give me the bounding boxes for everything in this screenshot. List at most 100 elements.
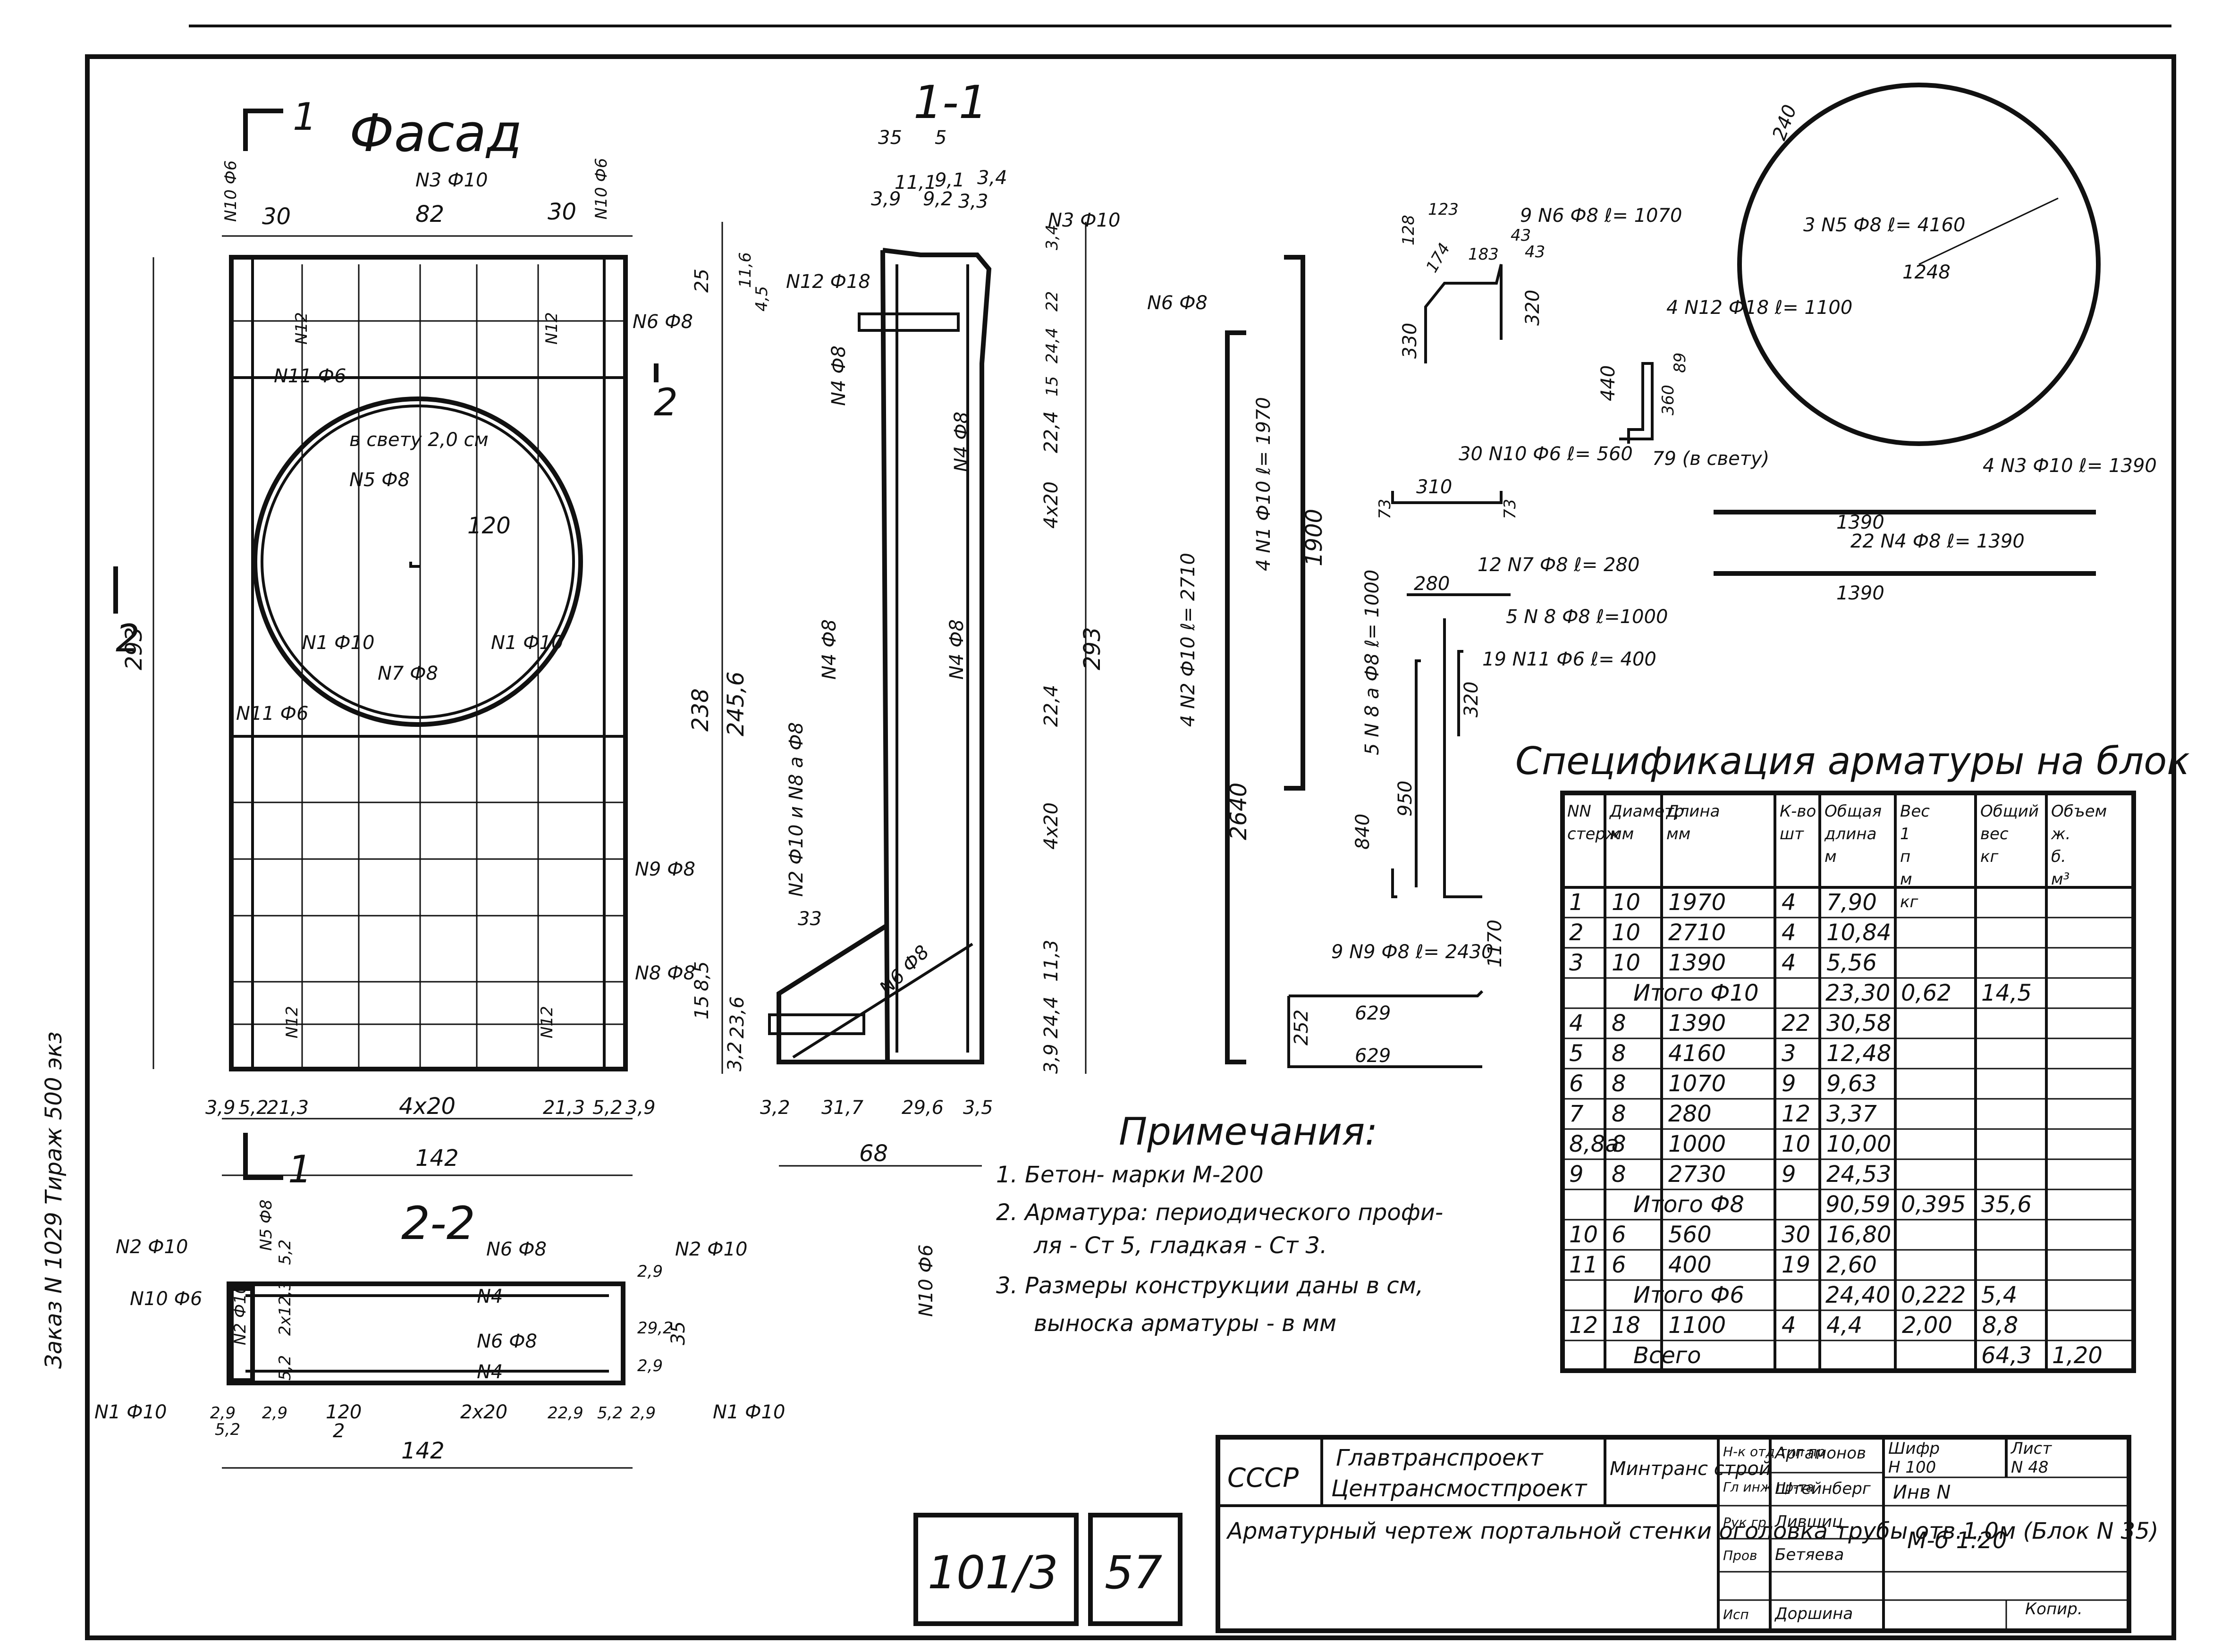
tb-name: Бетяева [1775,1545,1844,1564]
section11-top-dim: 3,3 [958,191,988,212]
tb-role: Пров [1723,1548,1757,1563]
facade-label-radius: 120 [467,513,511,539]
stamp-left: 101/3 [928,1546,1058,1599]
tb-name: Лившиц [1774,1512,1843,1531]
section22-right-dim: 29,2 [637,1319,673,1338]
specification-table: Спецификация арматуры на блок NNстержДиа… [1515,739,2190,1373]
section11-top-dim: 5 [935,127,946,149]
notes-title: Примечания: [1119,1110,1377,1154]
facade-overall-width: 142 [415,1145,459,1172]
spec-cell: 10 [1569,1222,1598,1248]
section11-top-dim: 11,1 [895,172,937,194]
section-mark-2-left-label: 2 [116,616,140,660]
section22-label-n5: N5 Ф8 [257,1199,276,1251]
spec-cell: 90,59 [1825,1191,1890,1218]
spec-header-cell: кг [1900,893,1919,911]
spec-header-cell: б. [2051,847,2066,866]
spec-cell: 12 [1782,1101,1810,1127]
section11-label-33: 33 [798,908,822,930]
bar-n5-dim: 1248 [1902,261,1951,283]
bar-n1-label: 4 N1 Ф10 ℓ= 1970 [1253,397,1275,571]
bar-n7-length: 280 [1414,573,1450,595]
bar-n9-2430-label: 9 N9 Ф8 ℓ= 2430 [1331,941,1493,963]
spec-header-cell: NN [1567,802,1591,821]
spec-cell: 18 [1612,1312,1640,1339]
facade-bottom-dim-2: 5,2 [238,1097,269,1119]
spec-header-cell: п [1900,847,1910,866]
section22-label-n2-left: N2 Ф10 [116,1236,188,1258]
facade-label-n12: N12 [283,1006,302,1038]
spec-header-cell: кг [1980,847,1999,866]
spec-total-label: Итого Ф6 [1633,1282,1744,1308]
spec-cell: 11 [1569,1252,1598,1278]
tb-name: Аргамонов [1774,1444,1866,1463]
section22-left-dim: 5,2 [276,1355,295,1381]
spec-cell: 8 [1612,1070,1626,1097]
section22-label-n6-mid: N6 Ф8 [477,1331,537,1352]
section11-label-n4: N4 Ф8 [946,619,968,680]
bar-details-small: 9 N6 Ф8 ℓ= 1070 123 128 174 183 43 43 32… [1287,83,2157,1068]
facade-bottom-dim-4: 4x20 [399,1093,456,1120]
spec-total-label: Итого Ф8 [1633,1191,1744,1218]
tb-copy: Копир. [2025,1600,2083,1618]
section-mark-2-top-label: 2 [654,380,678,424]
bar-n8a-label: 5 N 8 а Ф8 ℓ= 1000 [1361,570,1383,755]
spec-header-cell: шт [1780,825,1804,843]
section22-bottom-dim: 2x20 [460,1401,507,1423]
spec-header-cell: К-во [1780,802,1816,821]
section22-title: 2-2 [401,1197,475,1250]
facade-ring-bar [261,405,575,719]
section11-label-n4: N4 Ф8 [828,346,850,406]
tb-org1: Главтранспроект [1336,1445,1544,1471]
spec-header-cell: Вес [1900,802,1930,821]
bar-n9-shape [1424,264,1503,363]
facade-bottom-dim-7: 3,9 [625,1097,656,1119]
note-line: 1. Бетон- марки М-200 [996,1162,1264,1188]
stamp-left-box [913,1513,1079,1626]
spec-header-cell: мм [1610,825,1634,843]
spec-cell: 1970 [1668,889,1726,916]
section22-label-n4-bottom: N4 [477,1361,503,1383]
section11-label-n4: N4 Ф8 [951,412,972,472]
spec-cell: 2 [1569,919,1584,946]
section22-label-n2-inner: N2 Ф10 [231,1284,250,1345]
section11-left-dim-3: 238 [687,688,714,732]
spec-header-cell: м [1824,847,1837,866]
section11-right-dim-9: 4x20 [1040,802,1062,850]
title-block: СССР Главтранспроект Центрансмостпроект … [913,1435,2158,1633]
bar-n9-dim: 183 [1468,245,1499,264]
spec-cell: 0,222 [1901,1282,1966,1308]
spec-cell: 7,90 [1826,889,1877,916]
bar-n8a-dim: 950 [1394,781,1416,817]
section11-right-dim-12: 24,4 [1040,996,1062,1038]
spec-header-cell: длина [1824,825,1876,843]
facade-bottom-dim-1: 3,9 [205,1097,236,1119]
bar-n4-length: 1390 [1836,582,1884,604]
bar-n8-label: 5 N 8 Ф8 ℓ=1000 [1506,606,1668,628]
bar-n2-label: 4 N2 Ф10 ℓ= 2710 [1177,553,1199,727]
spec-cell: 12,48 [1826,1040,1891,1067]
bar-n8a-shape [1415,659,1421,887]
spec-cell: 1,20 [2052,1342,2103,1369]
section11-right-dim-1: 11,6 [736,252,755,288]
spec-cell: 24,53 [1826,1161,1891,1188]
title-block-frame [1216,1435,2131,1633]
spec-cell: 8 [1612,1040,1626,1067]
facade-opening-circle [253,396,583,727]
facade-label-n1-right: N1 Ф10 [491,632,563,654]
bar-n10-label: 30 N10 Ф6 ℓ= 560 [1459,443,1633,465]
tb-code: Н 100 [1888,1458,1936,1477]
bar-n9-2430-dim: 252 [1291,1010,1312,1045]
section11-right-dim-7: 4x20 [1040,481,1062,529]
section-mark-1-bottom [243,1133,283,1180]
spec-total-label: Всего [1633,1342,1701,1369]
tb-inv: Инв N [1893,1482,1951,1503]
facade-outline [229,255,628,1071]
bar-n5-ring [1737,83,2101,446]
spec-cell: 2,60 [1826,1252,1877,1278]
section22-bottom-dim: 2,9 [630,1404,656,1423]
tb-role: Н-к отд тип пр [1723,1444,1825,1459]
spec-cell: 6 [1612,1222,1626,1248]
facade-label-n12: N12 [542,312,561,345]
